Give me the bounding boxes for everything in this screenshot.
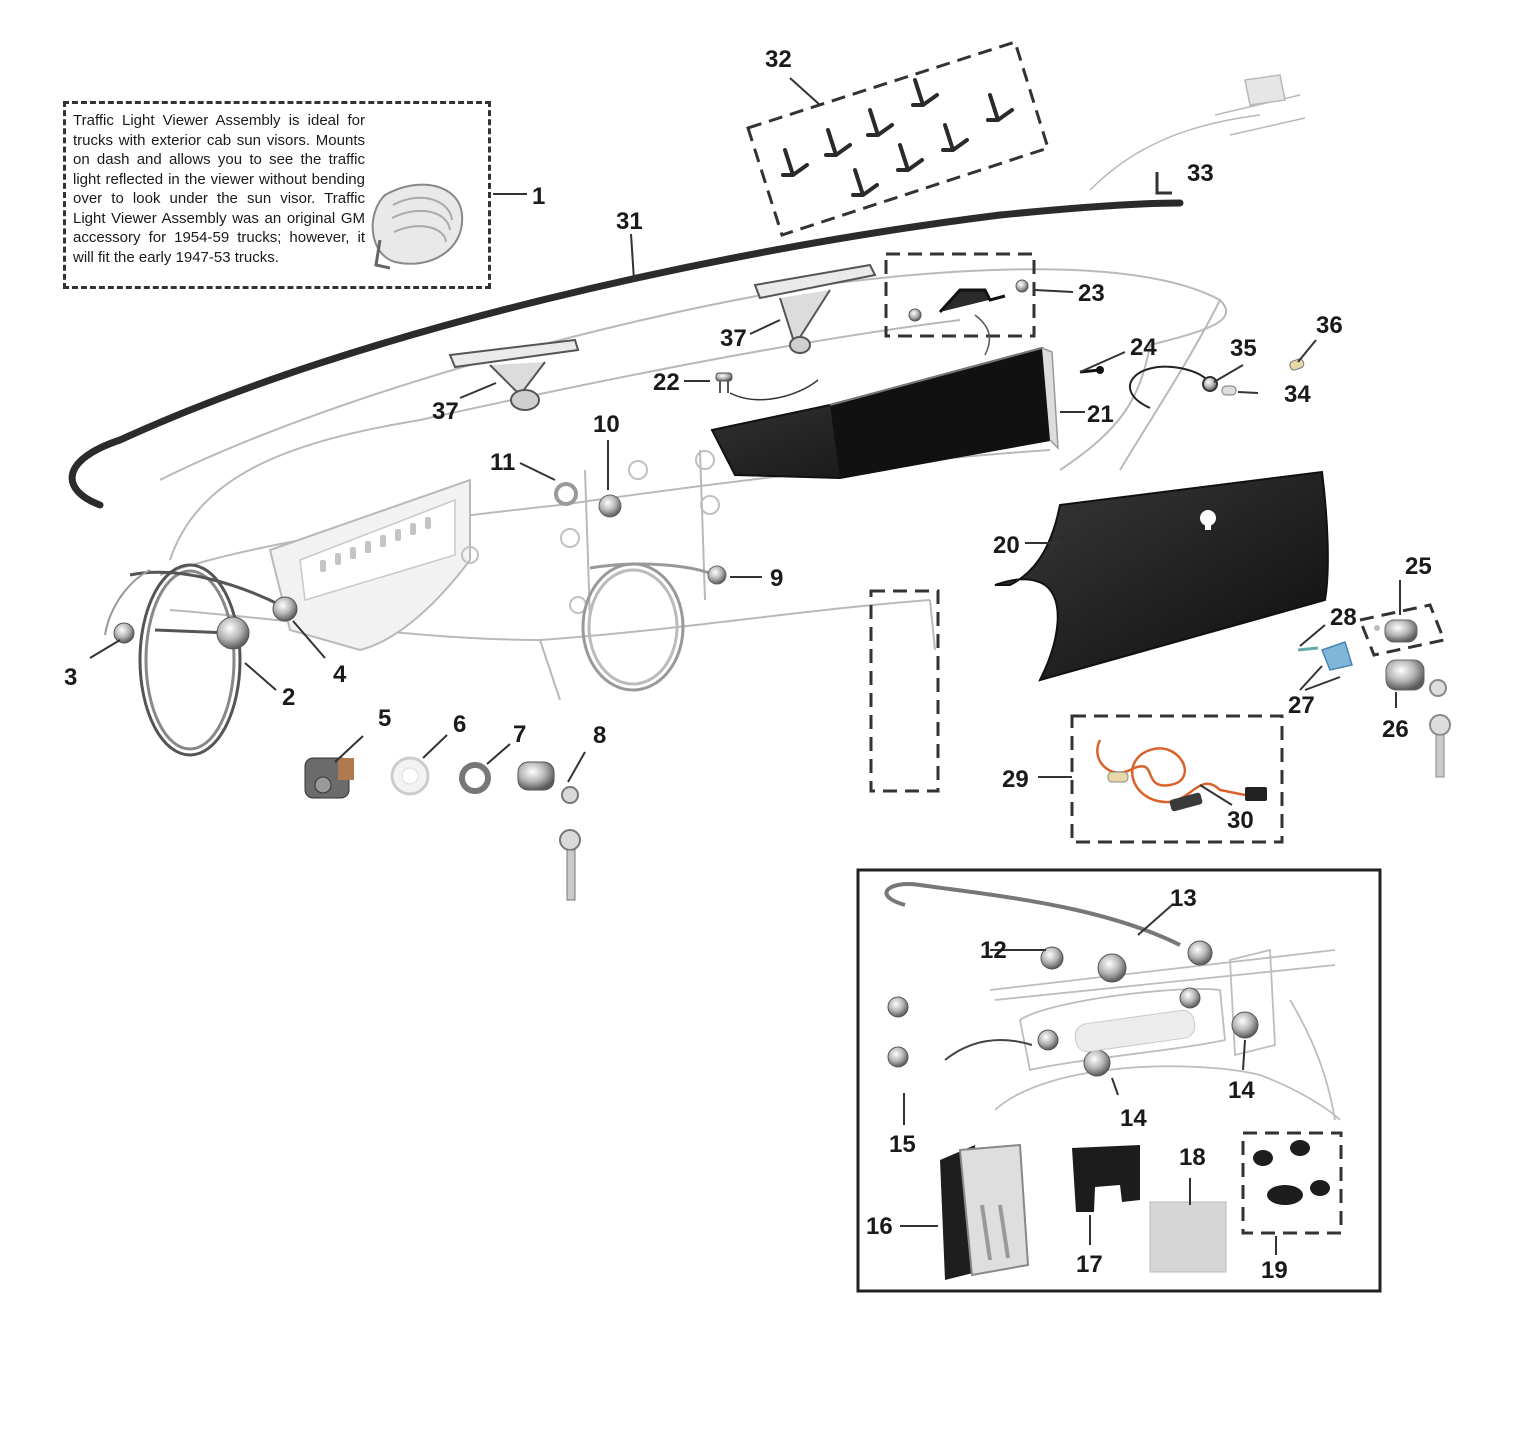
callout-3: 3 [64, 664, 77, 691]
small-screw [715, 372, 819, 401]
callout-32: 32 [765, 46, 792, 73]
glovebox-door [994, 470, 1329, 682]
windshield-trim-detail [1089, 74, 1306, 191]
glove-lock-cylinder [1374, 619, 1418, 643]
choke-cable [884, 882, 1181, 947]
callout-17: 17 [1076, 1251, 1103, 1278]
callout-16: 16 [866, 1213, 893, 1240]
lock-cylinder-box [1357, 603, 1447, 657]
callout-33: 33 [1187, 160, 1214, 187]
instruction-plate [1149, 1201, 1227, 1273]
glove-lock-with-keys [1385, 659, 1451, 778]
mounting-bracket [1072, 1145, 1140, 1212]
instrument-cluster [268, 478, 471, 652]
callout-5: 5 [378, 705, 391, 732]
inset-dash-outline [989, 948, 1341, 1121]
callout-9: 9 [770, 565, 783, 592]
inset-plate [1074, 1009, 1196, 1053]
ignition-switch [304, 757, 354, 799]
gauge-ticks [320, 517, 431, 572]
light-kit-box [1070, 714, 1284, 844]
knob-leader [944, 1039, 1033, 1061]
callout-21: 21 [1087, 401, 1114, 428]
glove-lock-clip [1297, 641, 1353, 671]
callout-35: 35 [1230, 335, 1257, 362]
ash-tray-bezel [940, 1143, 1030, 1280]
callout-14a: 14 [1228, 1077, 1255, 1104]
callout-31: 31 [616, 208, 643, 235]
callout-4: 4 [333, 661, 347, 688]
callout-12: 12 [980, 937, 1007, 964]
vent-bracket-right [753, 263, 877, 354]
callout-6: 6 [453, 711, 466, 738]
traffic-light-viewer [371, 183, 464, 270]
callout-36: 36 [1316, 312, 1343, 339]
callout-7: 7 [513, 721, 526, 748]
callout-23: 23 [1078, 280, 1105, 307]
right-cable [581, 562, 716, 692]
callout-8: 8 [593, 722, 606, 749]
lamp-wiring [1079, 358, 1305, 409]
left-cable [129, 563, 281, 757]
callout-27: 27 [1288, 692, 1315, 719]
info-description: Traffic Light Viewer Assembly is ideal f… [73, 112, 365, 266]
callout-22: 22 [653, 369, 680, 396]
callout-10: 10 [593, 411, 620, 438]
ignition-bezel [459, 762, 491, 794]
callout-15: 15 [889, 1131, 916, 1158]
clip-set [781, 78, 1014, 197]
bumper-set [1253, 1140, 1330, 1205]
callout-26: 26 [1382, 716, 1409, 743]
group-boxes [746, 40, 1447, 1235]
callout-2: 2 [282, 684, 295, 711]
screw-leader [974, 314, 991, 356]
traffic-light-viewer-info-box: Traffic Light Viewer Assembly is ideal f… [63, 101, 491, 289]
callout-13: 13 [1170, 885, 1197, 912]
callout-37a: 37 [432, 398, 459, 425]
glovebox-screws [908, 279, 1029, 322]
clip-set-box [746, 40, 1050, 237]
callout-20: 20 [993, 532, 1020, 559]
callout-29: 29 [1002, 766, 1029, 793]
screw-set-box [884, 252, 1036, 338]
cable-knob-small [272, 596, 298, 622]
right-cable-knob [707, 565, 727, 585]
callout-14b: 14 [1120, 1105, 1147, 1132]
inset-box [856, 868, 1382, 1293]
windshield-clip [1155, 172, 1172, 195]
callout-25: 25 [1405, 553, 1432, 580]
cable-knob-large [216, 616, 250, 650]
callout-11: 11 [490, 449, 515, 476]
dash-knobs [461, 450, 720, 614]
knob-set-box [869, 589, 940, 793]
ignition-gasket [390, 756, 430, 796]
callout-30: 30 [1227, 807, 1254, 834]
leader-lines [89, 77, 1401, 1255]
dash-trim-molding [68, 199, 1184, 509]
callout-34: 34 [1284, 381, 1311, 408]
callout-1: 1 [532, 183, 545, 210]
inset-knobs [887, 940, 1259, 1077]
bumper-set-box [1241, 1131, 1343, 1235]
callout-19: 19 [1261, 1257, 1288, 1284]
callout-37b: 37 [720, 325, 747, 352]
callout-28: 28 [1330, 604, 1357, 631]
blank-plug [113, 622, 135, 644]
callout-numbers: 1 2 3 4 5 6 7 8 9 10 11 12 13 14 14 15 1… [64, 46, 1432, 1284]
callout-24: 24 [1130, 334, 1157, 361]
glove-box [710, 346, 1059, 480]
left-cable-tail [104, 569, 151, 636]
glovebox-light-kit [1096, 739, 1267, 812]
ignition-lock-with-keys [517, 761, 581, 901]
callout-18: 18 [1179, 1144, 1206, 1171]
vent-bracket-left [448, 338, 580, 411]
